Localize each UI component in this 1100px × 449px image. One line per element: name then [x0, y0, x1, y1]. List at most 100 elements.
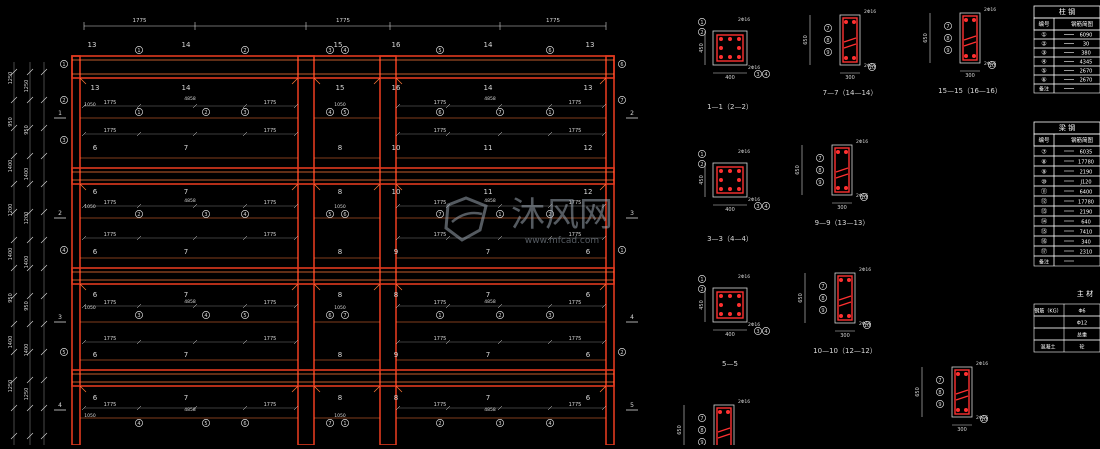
haunch-line — [291, 385, 299, 393]
panel-dimension: 1775 — [264, 128, 277, 134]
table-header: 编号 — [1038, 136, 1050, 144]
table-row-no: ⑰ — [1041, 248, 1047, 256]
callout-number: 8 — [826, 38, 829, 44]
dimension-tick — [242, 203, 248, 209]
member-tag: 6 — [586, 351, 591, 359]
rebar-dot — [719, 55, 723, 59]
panel-dimension: 1775 — [104, 100, 117, 106]
table-row-length: 4345 — [1080, 60, 1093, 66]
dimension-tick — [10, 124, 18, 132]
callout-circle — [436, 46, 444, 54]
callout-number: 2 — [243, 48, 246, 54]
panel-callout: 4 — [202, 311, 210, 319]
callout-circle — [698, 426, 706, 434]
section-height: 650 — [798, 293, 804, 303]
member-tag: 6 — [93, 144, 98, 152]
rebar-dot — [847, 314, 851, 318]
dimension-tick — [40, 180, 48, 188]
callout-circle — [202, 419, 210, 427]
left-dimension: 1400 — [8, 248, 14, 261]
table-row — [1033, 327, 1100, 341]
panel-callout: 1 — [341, 419, 349, 427]
rebar-dot — [719, 46, 723, 50]
rebar-spec: 2Φ16 — [748, 322, 760, 328]
member-tag: 8 — [338, 291, 342, 299]
dimension-tick — [601, 203, 607, 209]
member-tag: 6 — [93, 351, 98, 359]
table-row-no: ① — [1041, 32, 1046, 39]
member-tag: 8 — [338, 351, 342, 359]
callout-number: 4 — [137, 421, 140, 427]
dimension-tick — [10, 264, 18, 272]
rebar-dot — [852, 20, 856, 24]
callout-bubble: 7 — [944, 22, 952, 30]
panel-dimension: 1775 — [264, 100, 277, 106]
member-tag: 7 — [486, 291, 490, 299]
table-row-no: ④ — [1041, 59, 1046, 66]
rebar-dot — [844, 56, 848, 60]
dimension-tick — [497, 103, 503, 109]
member-tag: 6 — [93, 248, 98, 256]
callout-bubble: 10 — [980, 415, 988, 423]
callout-number: 3 — [756, 204, 759, 210]
callout-circle — [944, 22, 952, 30]
callout-bubble: 8 — [816, 166, 824, 174]
callout-circle — [326, 311, 334, 319]
callout-number: 7 — [620, 98, 623, 104]
callout-bubble: 10 — [988, 61, 996, 69]
rebar-dot — [719, 178, 723, 182]
callout-number: 6 — [548, 48, 551, 54]
callout-circle — [60, 348, 68, 356]
dimension-tick — [26, 292, 34, 300]
section-title: 1—1（2—2） — [707, 103, 753, 111]
rebar-spec: 2Φ16 — [864, 9, 876, 15]
dimension-tick — [497, 303, 503, 309]
panel-callout: 2 — [496, 311, 504, 319]
dimension-tick — [192, 405, 198, 411]
section-title: 9—9（13—13） — [815, 219, 870, 227]
panel-dimension: 1775 — [104, 336, 117, 342]
callout-circle — [824, 36, 832, 44]
table-row-length: 17780 — [1078, 200, 1094, 206]
grid-callout: 2 — [60, 96, 68, 104]
panel-callout: 2 — [202, 108, 210, 116]
section-height: 450 — [699, 300, 705, 310]
haunch-line — [395, 77, 403, 85]
top-dimension: 1775 — [336, 18, 350, 24]
material-label: 混凝土 — [1040, 344, 1055, 351]
haunch-line — [373, 385, 381, 393]
table-row-no: ⑧ — [1041, 159, 1046, 166]
panel-callout: 2 — [135, 210, 143, 218]
rebar-spec: 2Φ16 — [976, 415, 988, 421]
callout-circle — [754, 70, 762, 78]
callout-number: 8 — [818, 168, 821, 174]
callout-number: 1 — [137, 110, 140, 116]
callout-number: 4 — [62, 248, 65, 254]
callout-circle — [819, 294, 827, 302]
callout-number: 1 — [700, 277, 703, 283]
panel-dimension: 1775 — [434, 232, 447, 238]
section-width: 400 — [725, 75, 735, 81]
rebar-dot — [726, 410, 730, 414]
callout-bubble: 3 — [754, 202, 762, 210]
table-row-length: 2310 — [1080, 250, 1093, 256]
dimension-tick — [547, 405, 553, 411]
dimension-tick — [136, 235, 142, 241]
callout-circle — [824, 24, 832, 32]
haunch-line — [79, 385, 87, 393]
dimension-tick — [10, 348, 18, 356]
rebar-dot — [972, 54, 976, 58]
callout-bubble: 9 — [819, 306, 827, 314]
callout-circle — [341, 419, 349, 427]
rebar-dot — [719, 312, 723, 316]
beam-note: 1050 — [334, 305, 346, 311]
dimension-tick — [40, 264, 48, 272]
dimension-tick — [293, 303, 299, 309]
panel-callout: 1 — [496, 210, 504, 218]
panel-callout: 3 — [546, 311, 554, 319]
panel-dimension: 1775 — [569, 232, 582, 238]
member-tag: 6 — [586, 394, 591, 402]
